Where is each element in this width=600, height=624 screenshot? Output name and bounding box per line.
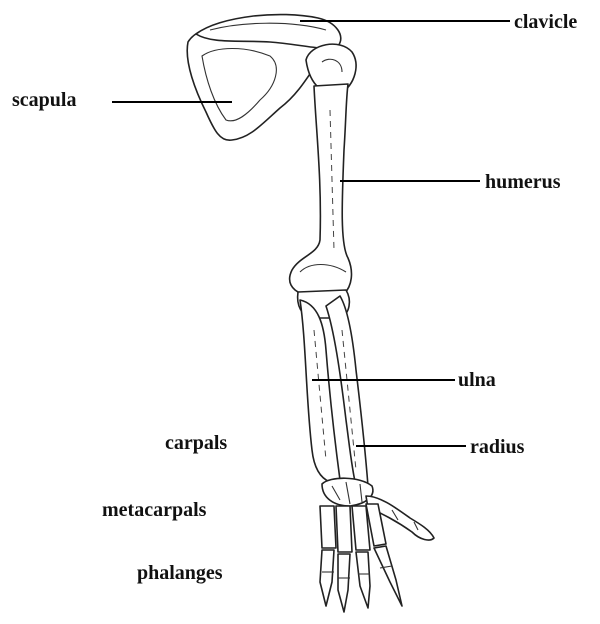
scapula-label: scapula xyxy=(12,90,76,110)
ulna-label: ulna xyxy=(458,370,496,390)
phalanges-bones xyxy=(320,546,402,612)
metacarpals-bones xyxy=(320,504,386,552)
clavicle-label: clavicle xyxy=(514,12,577,32)
carpals-bones xyxy=(322,478,373,506)
radius-label: radius xyxy=(470,437,524,457)
humerus-bone xyxy=(290,84,352,294)
humerus-label: humerus xyxy=(485,172,561,192)
metacarpals-label: metacarpals xyxy=(102,500,206,520)
carpals-label: carpals xyxy=(165,433,227,453)
phalanges-label: phalanges xyxy=(137,563,223,583)
